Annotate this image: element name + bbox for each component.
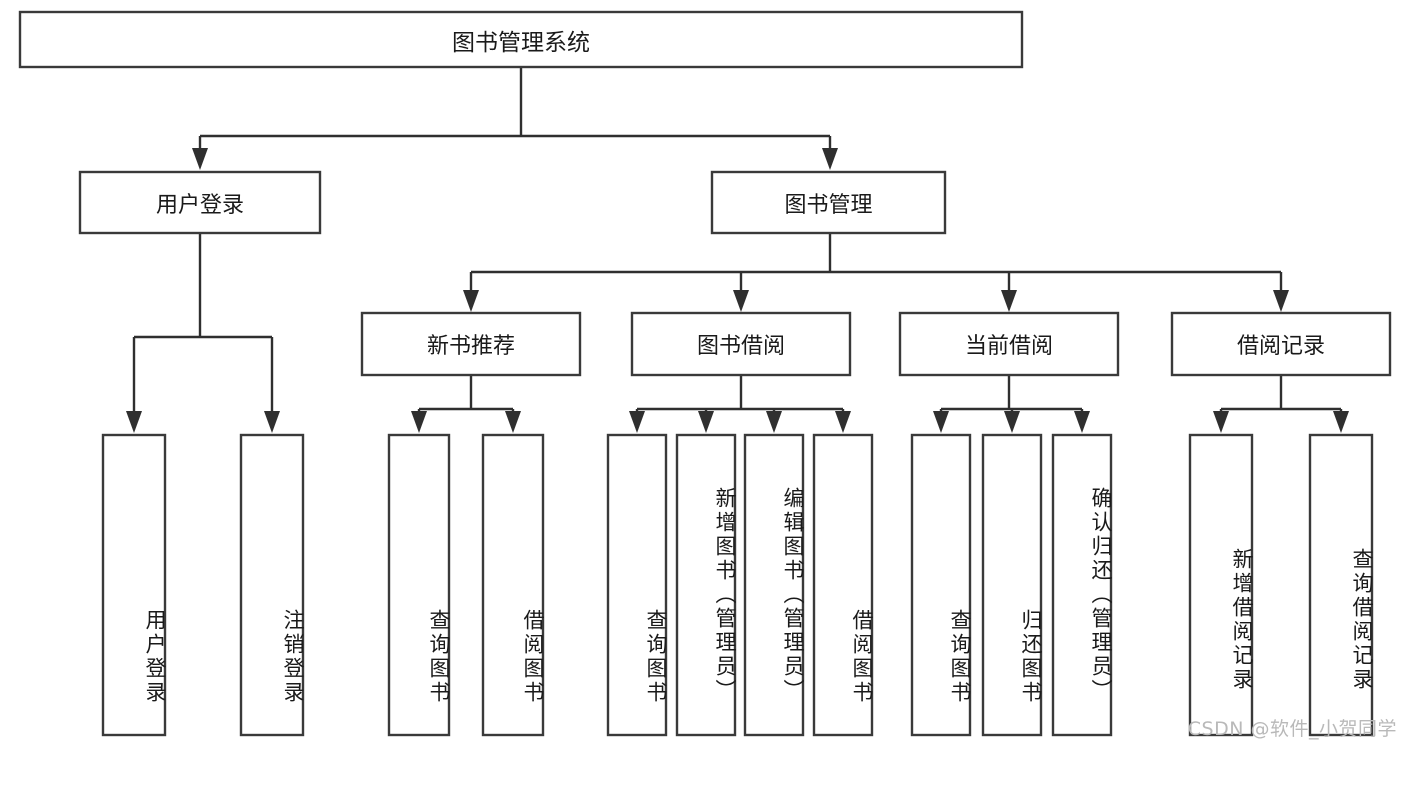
node-user-login[interactable] (78, 170, 322, 235)
arrow-leaf-user-login (126, 411, 142, 433)
arrow-to-user-login (192, 148, 208, 170)
leaf-current-confirm-return-admin[interactable] (1051, 433, 1113, 737)
leaf-borrow-edit-book-admin[interactable] (743, 433, 805, 737)
leaf-current-return-book[interactable] (981, 433, 1043, 737)
node-book-management[interactable] (710, 170, 947, 235)
arrow-record-leaf-2 (1333, 411, 1349, 433)
arrow-to-newbook (463, 290, 479, 312)
arrow-borrow-leaf-1 (629, 411, 645, 433)
leaf-borrow-borrow-book[interactable] (812, 433, 874, 737)
leaf-borrow-add-book-admin[interactable] (675, 433, 737, 737)
arrow-to-borrow (733, 290, 749, 312)
arrow-to-current (1001, 290, 1017, 312)
leaf-current-query-book[interactable] (910, 433, 972, 737)
box-layer (18, 10, 1392, 737)
arrow-borrow-leaf-4 (835, 411, 851, 433)
node-root-system[interactable] (18, 10, 1024, 69)
node-borrow-record[interactable] (1170, 311, 1392, 377)
arrow-to-book-manage (822, 148, 838, 170)
arrow-to-record (1273, 290, 1289, 312)
node-current-borrow[interactable] (898, 311, 1120, 377)
leaf-borrow-query-book[interactable] (606, 433, 668, 737)
arrow-leaf-logout (264, 411, 280, 433)
leaf-record-add-record[interactable] (1188, 433, 1254, 737)
leaf-user-login[interactable] (101, 433, 167, 737)
csdn-watermark: CSDN @软件_小贺同学 (1187, 718, 1397, 740)
diagram-root: 图书管理系统 用户登录 图书管理 新书推荐 图书借阅 当前借阅 借阅记录 用户登… (18, 10, 1397, 740)
leaf-newbook-borrow-book[interactable] (481, 433, 545, 737)
node-book-borrow[interactable] (630, 311, 852, 377)
leaf-record-query-record[interactable] (1308, 433, 1374, 737)
arrow-borrow-leaf-2 (698, 411, 714, 433)
arrow-borrow-leaf-3 (766, 411, 782, 433)
arrow-current-leaf-3 (1074, 411, 1090, 433)
arrow-current-leaf-2 (1004, 411, 1020, 433)
leaf-newbook-query-book[interactable] (387, 433, 451, 737)
leaf-logout[interactable] (239, 433, 305, 737)
connector-layer (126, 67, 1349, 433)
arrow-current-leaf-1 (933, 411, 949, 433)
arrow-record-leaf-1 (1213, 411, 1229, 433)
diagram-canvas (18, 10, 1392, 737)
arrow-newbook-leaf-1 (411, 411, 427, 433)
node-new-book-recommend[interactable] (360, 311, 582, 377)
arrow-newbook-leaf-2 (505, 411, 521, 433)
